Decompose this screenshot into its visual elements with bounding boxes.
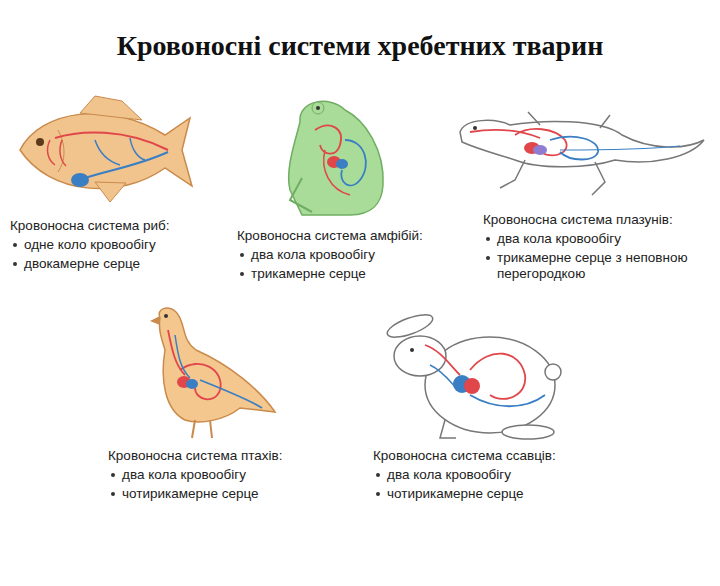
- caption-item: два кола кровообігу: [122, 467, 246, 483]
- bullet-dot: [13, 243, 17, 247]
- bullet-dot: [111, 473, 115, 477]
- caption-item: трикамерне серце: [251, 266, 366, 282]
- rabbit-figure: [385, 310, 561, 439]
- caption-heading: Кровоносна система риб:: [10, 218, 170, 234]
- caption-item: чотирикамерне серце: [387, 486, 524, 502]
- caption-heading: Кровоносна система ссавців:: [373, 448, 556, 464]
- caption-item: одне коло кровообігу: [24, 237, 156, 253]
- caption-item: два кола кровообігу: [387, 467, 511, 483]
- bullet-dot: [486, 237, 490, 241]
- caption-item: двокамерне серце: [24, 256, 140, 272]
- caption-heading: Кровоносна система плазунів:: [483, 212, 673, 228]
- caption-item: чотирикамерне серце: [122, 486, 259, 502]
- caption-item: два кола кровообігу: [497, 231, 621, 247]
- bullet-dot: [13, 262, 17, 266]
- caption-item: трикамерне серце з неповною перегородкою: [497, 250, 702, 282]
- bullet-dot: [486, 256, 490, 260]
- bullet-dot: [376, 492, 380, 496]
- fish-figure: [20, 96, 192, 202]
- bird-figure: [150, 308, 275, 438]
- bullet-dot: [240, 253, 244, 257]
- caption-item: два кола кровообігу: [251, 247, 375, 263]
- caption-heading: Кровоносна система птахів:: [108, 448, 282, 464]
- page-title: Кровоносні системи хребетних тварин: [0, 30, 720, 62]
- bullet-dot: [240, 272, 244, 276]
- lizard-figure: [460, 112, 704, 195]
- frog-figure: [289, 101, 384, 215]
- bullet-dot: [111, 492, 115, 496]
- caption-heading: Кровоносна система амфібій:: [237, 228, 423, 244]
- bullet-dot: [376, 473, 380, 477]
